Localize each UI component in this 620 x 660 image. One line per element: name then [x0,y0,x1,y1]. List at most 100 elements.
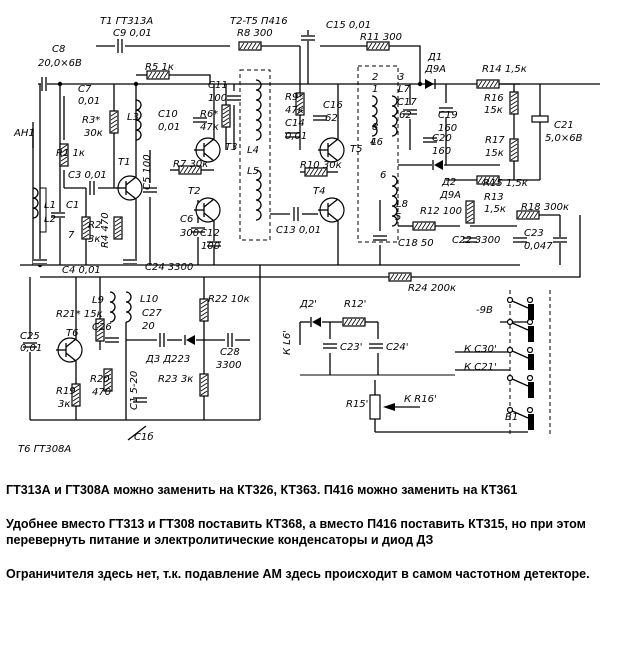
label-r2-val: 3к [88,234,100,245]
resistor-r15-hatch [481,176,487,184]
resistor-r7-hatch [179,166,185,174]
inductor-l8 [391,175,398,227]
label-c23: C23 [524,228,544,239]
resistor-r11-hatch [379,42,385,50]
resistor-r1-hatch [60,148,68,154]
label-an1: АН1 [13,128,35,139]
label-c1b: C1б [134,431,154,443]
resistor-r22-hatch [200,299,208,305]
resistor-r24 [388,272,412,282]
resistor-r24-hatch [397,273,403,281]
capacitor-c1-gap [51,212,65,218]
capacitor-c14-gap [285,132,299,138]
label-d2: Д2 [441,177,456,188]
switch-pin-eb [526,406,534,414]
capacitor-c6 [191,227,205,233]
label-d1: Д1 [427,52,442,63]
capacitor-c5-gap [143,187,157,193]
resistor-r12 [412,221,436,231]
transistor-t5-emitter [327,152,339,162]
switch-contact-d [509,377,529,387]
label-r20-val: 470 [92,387,111,398]
capacitor-c12 [207,241,221,247]
capacitor-c3-gap [89,181,95,195]
capacitor-c1 [51,212,65,218]
resistor-r6 [221,104,231,128]
resistor-r3-hatch [110,123,118,129]
resistor-r15-hatch [485,176,491,184]
junction-dot [417,81,423,87]
transistor-t4-emitter [327,212,339,222]
resistor-r14-hatch [477,80,483,88]
resistor-r4 [113,216,123,240]
capacitor-c23p [323,343,337,349]
switch-pin-a [506,296,514,304]
label-t6-bottom: T6 ГТ308А [18,444,71,455]
resistor-r15-hatch [489,176,495,184]
label-r15: R15 1,5к [483,178,528,189]
junction-dot [133,81,139,87]
label-t1: T1 [118,157,130,168]
resistor-r15-hatch [477,176,483,184]
resistor-r2-hatch [82,229,90,235]
label-c1-val: 7 [68,230,75,241]
label-c10: C10 [158,109,178,120]
resistor-r8-hatch [247,42,253,50]
potentiometer-wiper [383,403,395,411]
diode-d2p [310,317,321,327]
resistor-r23-hatch [200,382,208,388]
resistor-r16-hatch [510,108,518,114]
label-c20-val: 160 [432,146,451,157]
pin-6: 6 [380,170,386,181]
resistor-r20-hatch [104,373,112,379]
label-c14-val: 0,01 [285,131,307,142]
resistor-r20-hatch [104,381,112,387]
label-t2t5-top: T2-T5 П416 [230,16,288,27]
label-c26: C26 [92,322,112,333]
resistor-r19-hatch [72,396,80,402]
resistor-r11 [366,41,390,51]
label-t6: T6 [66,328,78,339]
transistor-t6 [56,337,83,363]
resistor-r1-hatch [60,160,68,166]
label-r6-val: 47к [200,122,219,133]
capacitor-c13-gap [293,207,299,221]
resistor-r12p-hatch [359,318,365,326]
capacitor-c14 [285,132,299,138]
resistor-r18-hatch [521,211,527,219]
components [23,35,567,441]
resistor-r1-hatch [60,152,68,158]
label-r12: R12 100 [420,206,462,217]
label-d2-type: Д9А [439,190,461,201]
capacitor-c24p [369,343,383,349]
resistor-r17-hatch [510,147,518,153]
capacitor-c24 [123,259,137,265]
resistor-r19-hatch [72,388,80,394]
transistor-t1-collector [125,176,137,186]
capacitor-c24-gap [123,259,137,265]
resistor-r12p-hatch [343,318,349,326]
label-c24: C24 3300 [145,262,193,273]
capacitor-c8-gap [41,77,47,91]
label-r14: R14 1,5к [482,64,527,75]
label-r6: R6* [200,109,218,120]
label-r17: R17 [485,135,505,146]
label-c17-val: 62 [399,110,412,121]
resistor-r5-hatch [151,71,157,79]
capacitor-c5-trim-gap [133,397,147,403]
transistor-t3-collector [203,138,215,148]
resistor-r12p-hatch [355,318,361,326]
transistor-t4 [318,197,345,223]
label-c19: C19 [438,110,458,121]
resistor-r12-hatch [421,222,427,230]
capacitor-c22-gap [463,237,477,243]
label-r13: R13 [484,192,504,203]
label-c23p: C23' [340,342,362,353]
resistor-r21-hatch [96,331,104,337]
resistor-r18-hatch [525,211,531,219]
resistor-r19-hatch [72,392,80,398]
label-c12-val: 100 [201,241,220,252]
capacitor-c23p-gap [323,343,337,349]
resistor-r17-hatch [510,143,518,149]
label-r5: R5 1к [145,62,174,73]
